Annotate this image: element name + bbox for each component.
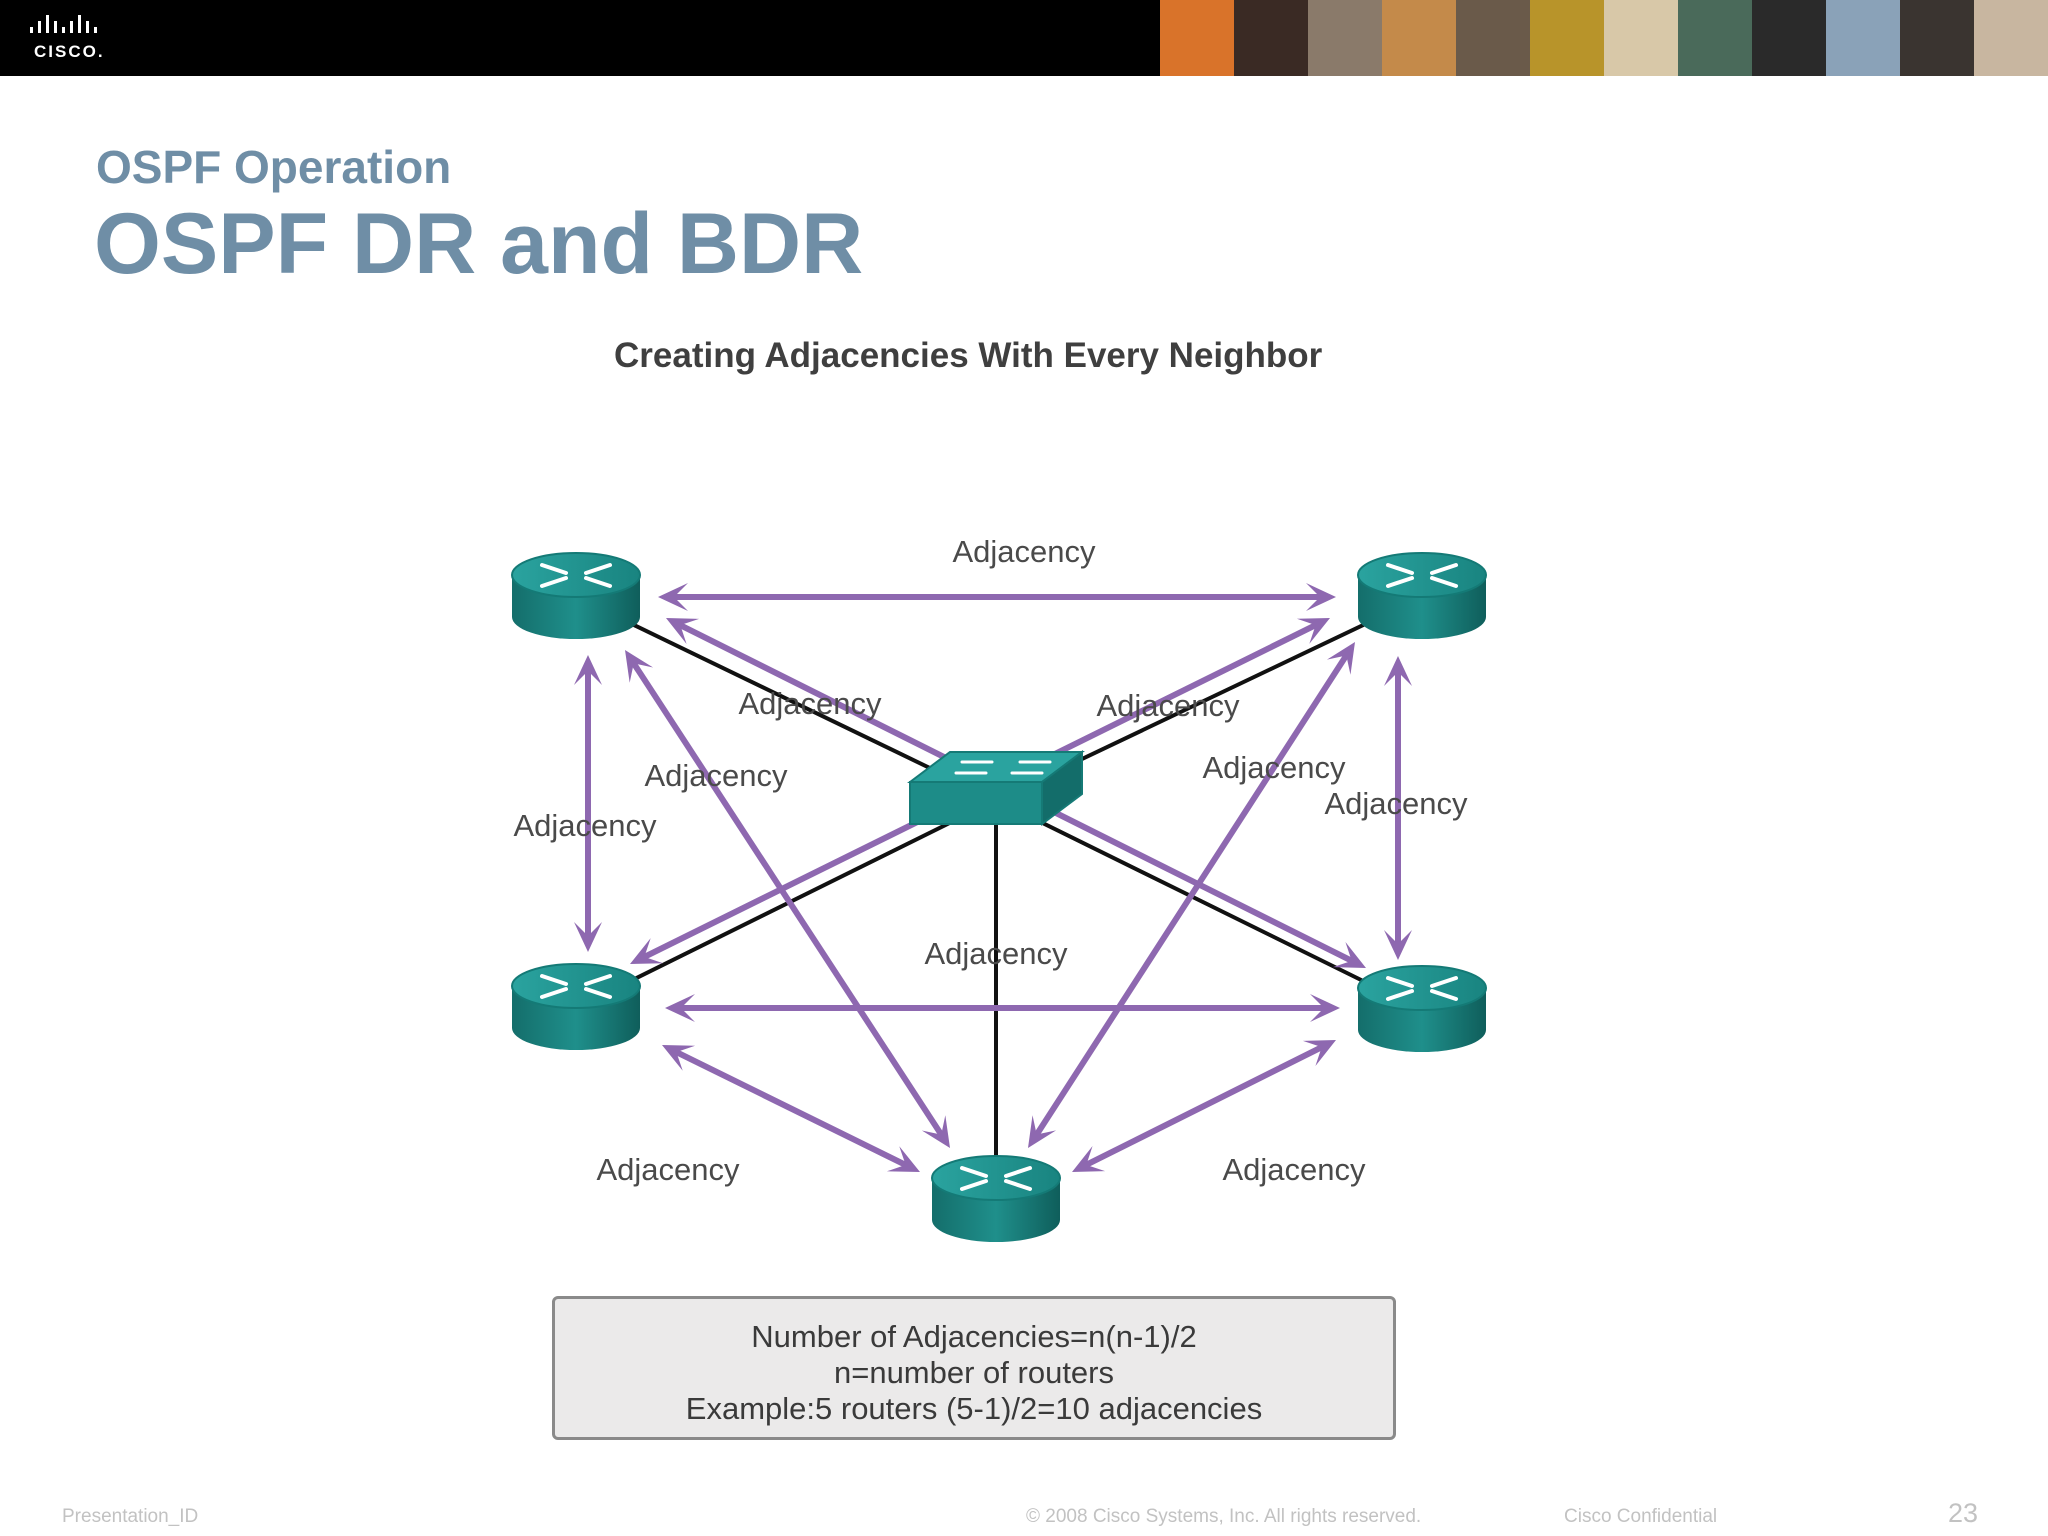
- adjacency-arrow-r4-r5: [1072, 1040, 1336, 1172]
- adjacency-arrow-r3-r5: [662, 1045, 920, 1172]
- cisco-logo: CISCO.: [30, 14, 114, 64]
- router-middle-right-icon: [1357, 965, 1487, 1052]
- logo-text: CISCO.: [34, 42, 105, 61]
- header-photo: [1234, 0, 1308, 76]
- adjacency-label: Adjacency: [1222, 1152, 1366, 1187]
- header-photo: [1382, 0, 1456, 76]
- header-photo: [1900, 0, 1974, 76]
- adjacency-arrow-r3-r4: [665, 994, 1340, 1022]
- header-photo: [1308, 0, 1382, 76]
- adjacency-label: Adjacency: [596, 1152, 740, 1187]
- slide-subtitle: OSPF Operation: [96, 141, 452, 193]
- formula-line-3: Example:5 routers (5-1)/2=10 adjacencies: [685, 1391, 1263, 1426]
- link-r4-sw: [995, 798, 1423, 1012]
- header-bar: CISCO.: [0, 0, 2048, 76]
- header-photo: [1530, 0, 1604, 76]
- header-photo: [1160, 0, 1234, 76]
- header-photo: [1752, 0, 1826, 76]
- cisco-bridge-icon: [30, 15, 97, 33]
- footer-presentation-id: Presentation_ID: [62, 1506, 199, 1527]
- adjacency-arrow-r1-r2: [658, 583, 1336, 611]
- link-r3-sw: [575, 798, 997, 1010]
- adjacency-arrow-r2-r5: [1028, 642, 1355, 1148]
- header-photo: [1456, 0, 1530, 76]
- adjacency-arrow-r1-r3: [574, 655, 602, 952]
- router-middle-left-icon: [511, 963, 641, 1050]
- network-devices: [511, 552, 1487, 1242]
- formula-line-1: Number of Adjacencies=n(n-1)/2: [751, 1319, 1197, 1354]
- adjacency-arrow-r2-r4: [1384, 656, 1412, 960]
- slide-title: OSPF DR and BDR: [94, 196, 864, 292]
- page-number: 23: [1948, 1498, 1979, 1528]
- adjacency-label: Adjacency: [1096, 688, 1240, 723]
- header-photo: [1678, 0, 1752, 76]
- adjacency-label: Adjacency: [513, 808, 657, 843]
- adjacency-label: Adjacency: [1324, 786, 1468, 821]
- adjacency-label: Adjacency: [952, 534, 1096, 569]
- header-photo: [1604, 0, 1678, 76]
- header-photo: [1826, 0, 1900, 76]
- footer-copyright: © 2008 Cisco Systems, Inc. All rights re…: [1026, 1506, 1422, 1527]
- footer-confidential: Cisco Confidential: [1564, 1506, 1718, 1527]
- formula-box: Number of Adjacencies=n(n-1)/2 n=number …: [552, 1296, 1396, 1440]
- adjacency-label: Adjacency: [924, 936, 1068, 971]
- link-r1-sw: [575, 595, 997, 802]
- adjacency-label: Adjacency: [644, 758, 788, 793]
- formula-line-2: n=number of routers: [833, 1355, 1114, 1390]
- adjacency-label: Adjacency: [1202, 750, 1346, 785]
- router-bottom-icon: [931, 1155, 1061, 1242]
- router-top-right-icon: [1357, 552, 1487, 639]
- diagram-title: Creating Adjacencies With Every Neighbor: [614, 336, 1323, 375]
- switch-center-icon: [907, 750, 1085, 826]
- adjacency-arrows: [574, 583, 1412, 1172]
- header-photo: [1974, 0, 2048, 76]
- adjacency-arrow-r1-r5: [625, 650, 950, 1148]
- physical-links: [575, 595, 1423, 1200]
- router-top-left-icon: [511, 552, 641, 639]
- adjacency-label: Adjacency: [738, 686, 882, 721]
- header-photo-strip: [1160, 0, 2048, 76]
